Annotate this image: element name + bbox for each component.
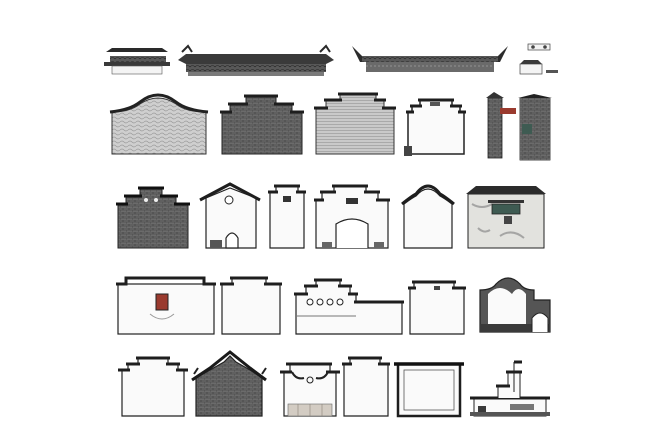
small-gable-roof bbox=[104, 48, 170, 75]
brick-horse-head-wall bbox=[116, 186, 190, 249]
tall-white-wall bbox=[342, 356, 390, 417]
stepped-grey-wall bbox=[314, 92, 396, 155]
stepped-brick-wall bbox=[220, 94, 304, 155]
long-tile-roof bbox=[178, 44, 334, 76]
arched-gatehouse bbox=[199, 182, 261, 249]
framed-wall bbox=[394, 362, 464, 418]
simple-white-wall bbox=[408, 280, 466, 335]
arched-courtyard-wall bbox=[479, 277, 551, 333]
ridge-ornaments bbox=[519, 43, 558, 75]
cloud-gable-wall bbox=[401, 184, 455, 249]
gate-with-stone-base bbox=[280, 362, 340, 417]
narrow-tower-wall bbox=[268, 184, 306, 249]
white-gable-wall bbox=[404, 98, 466, 156]
plain-horse-head-wall bbox=[220, 276, 282, 335]
portal-wall bbox=[314, 184, 390, 249]
dark-brick-gable bbox=[191, 350, 267, 417]
stepped-white-wall bbox=[118, 356, 188, 417]
stepped-pavilion bbox=[470, 360, 550, 417]
wall-with-window bbox=[116, 276, 216, 335]
curved-stone-wall bbox=[109, 93, 209, 155]
weathered-facade bbox=[466, 186, 546, 249]
wall-with-round-windows bbox=[294, 278, 404, 335]
long-upturned-roof bbox=[352, 46, 508, 72]
gate-pillars bbox=[486, 92, 552, 161]
